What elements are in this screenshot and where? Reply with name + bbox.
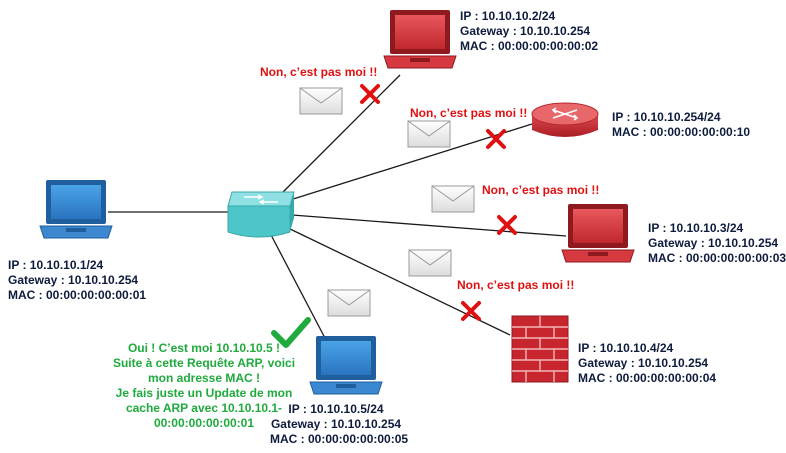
laptop-icon-target [309,336,383,395]
cross-icon-host2 [360,84,380,104]
reply-label-router: Non, c’est pas moi !! [410,106,528,120]
target-ip: IP : 10.10.10.5/24 [288,402,384,416]
laptop-icon-sender [39,180,113,239]
router-mac: MAC : 00:00:00:00:00:10 [612,125,751,139]
target-gateway: Gateway : 10.10.10.254 [270,417,402,431]
target-reply-line: Oui ! C’est moi 10.10.10.5 ! [127,341,281,355]
link-switch-host2 [277,74,401,198]
host2-ip: IP : 10.10.10.2/24 [460,9,556,23]
router-icon [531,102,599,137]
firewall-mac: MAC : 00:00:00:00:00:04 [578,371,717,385]
link-switch-target [269,232,327,341]
host2-gateway: Gateway : 10.10.10.254 [460,24,591,38]
reply-label-host2: Non, c’est pas moi !! [260,65,378,79]
host3-gateway: Gateway : 10.10.10.254 [648,236,779,250]
cross-icon-firewall [461,301,481,321]
host3-mac: MAC : 00:00:00:00:00:03 [648,251,786,265]
arp-request-envelope-router [407,120,451,148]
switch-icon [227,191,295,238]
host2-mac: MAC : 00:00:00:00:00:02 [460,39,599,53]
cross-icon-router [486,129,506,149]
firewall-icon [511,315,569,383]
link-switch-host3 [291,214,567,237]
target-mac: MAC : 00:00:00:00:00:05 [270,432,409,446]
firewall-ip: IP : 10.10.10.4/24 [578,341,674,355]
reply-label-firewall: Non, c’est pas moi !! [457,278,575,292]
target-reply-message: Oui ! C’est moi 10.10.10.5 ! Suite à cet… [98,341,310,431]
laptop-icon-host2 [383,10,457,69]
link-switch-firewall [287,227,511,336]
laptop-icon-host3 [561,204,635,263]
check-icon-target [271,317,311,348]
sender-address-label: IP : 10.10.10.1/24 Gateway : 10.10.10.25… [8,258,146,303]
arp-request-envelope-host3 [431,185,475,213]
host3-ip: IP : 10.10.10.3/24 [648,221,744,235]
target-reply-line: 00:00:00:00:00:01 [153,416,255,430]
target-reply-line: mon adresse MAC ! [147,371,261,385]
host3-address-label: IP : 10.10.10.3/24 Gateway : 10.10.10.25… [648,221,786,266]
sender-gateway: Gateway : 10.10.10.254 [8,273,139,287]
links [108,74,567,341]
target-reply-line: cache ARP avec 10.10.10.1- [125,401,283,415]
cross-icon-host3 [497,215,517,235]
router-ip: IP : 10.10.10.254/24 [612,110,721,124]
reply-label-host3: Non, c’est pas moi !! [482,183,600,197]
arp-request-envelope-firewall [408,249,452,277]
sender-ip: IP : 10.10.10.1/24 [8,258,104,272]
target-reply-line: Suite à cette Requête ARP, voici [112,356,296,370]
sender-mac: MAC : 00:00:00:00:00:01 [8,288,147,302]
arp-request-envelope-host2 [299,87,343,115]
host2-address-label: IP : 10.10.10.2/24 Gateway : 10.10.10.25… [460,9,598,54]
firewall-gateway: Gateway : 10.10.10.254 [578,356,709,370]
firewall-address-label: IP : 10.10.10.4/24 Gateway : 10.10.10.25… [578,341,716,386]
target-reply-line: Je fais juste un Update de mon [115,386,293,400]
arp-request-envelope-target [327,289,371,317]
router-address-label: IP : 10.10.10.254/24 MAC : 00:00:00:00:0… [612,110,750,140]
target-address-label: IP : 10.10.10.5/24 Gateway : 10.10.10.25… [270,402,409,447]
